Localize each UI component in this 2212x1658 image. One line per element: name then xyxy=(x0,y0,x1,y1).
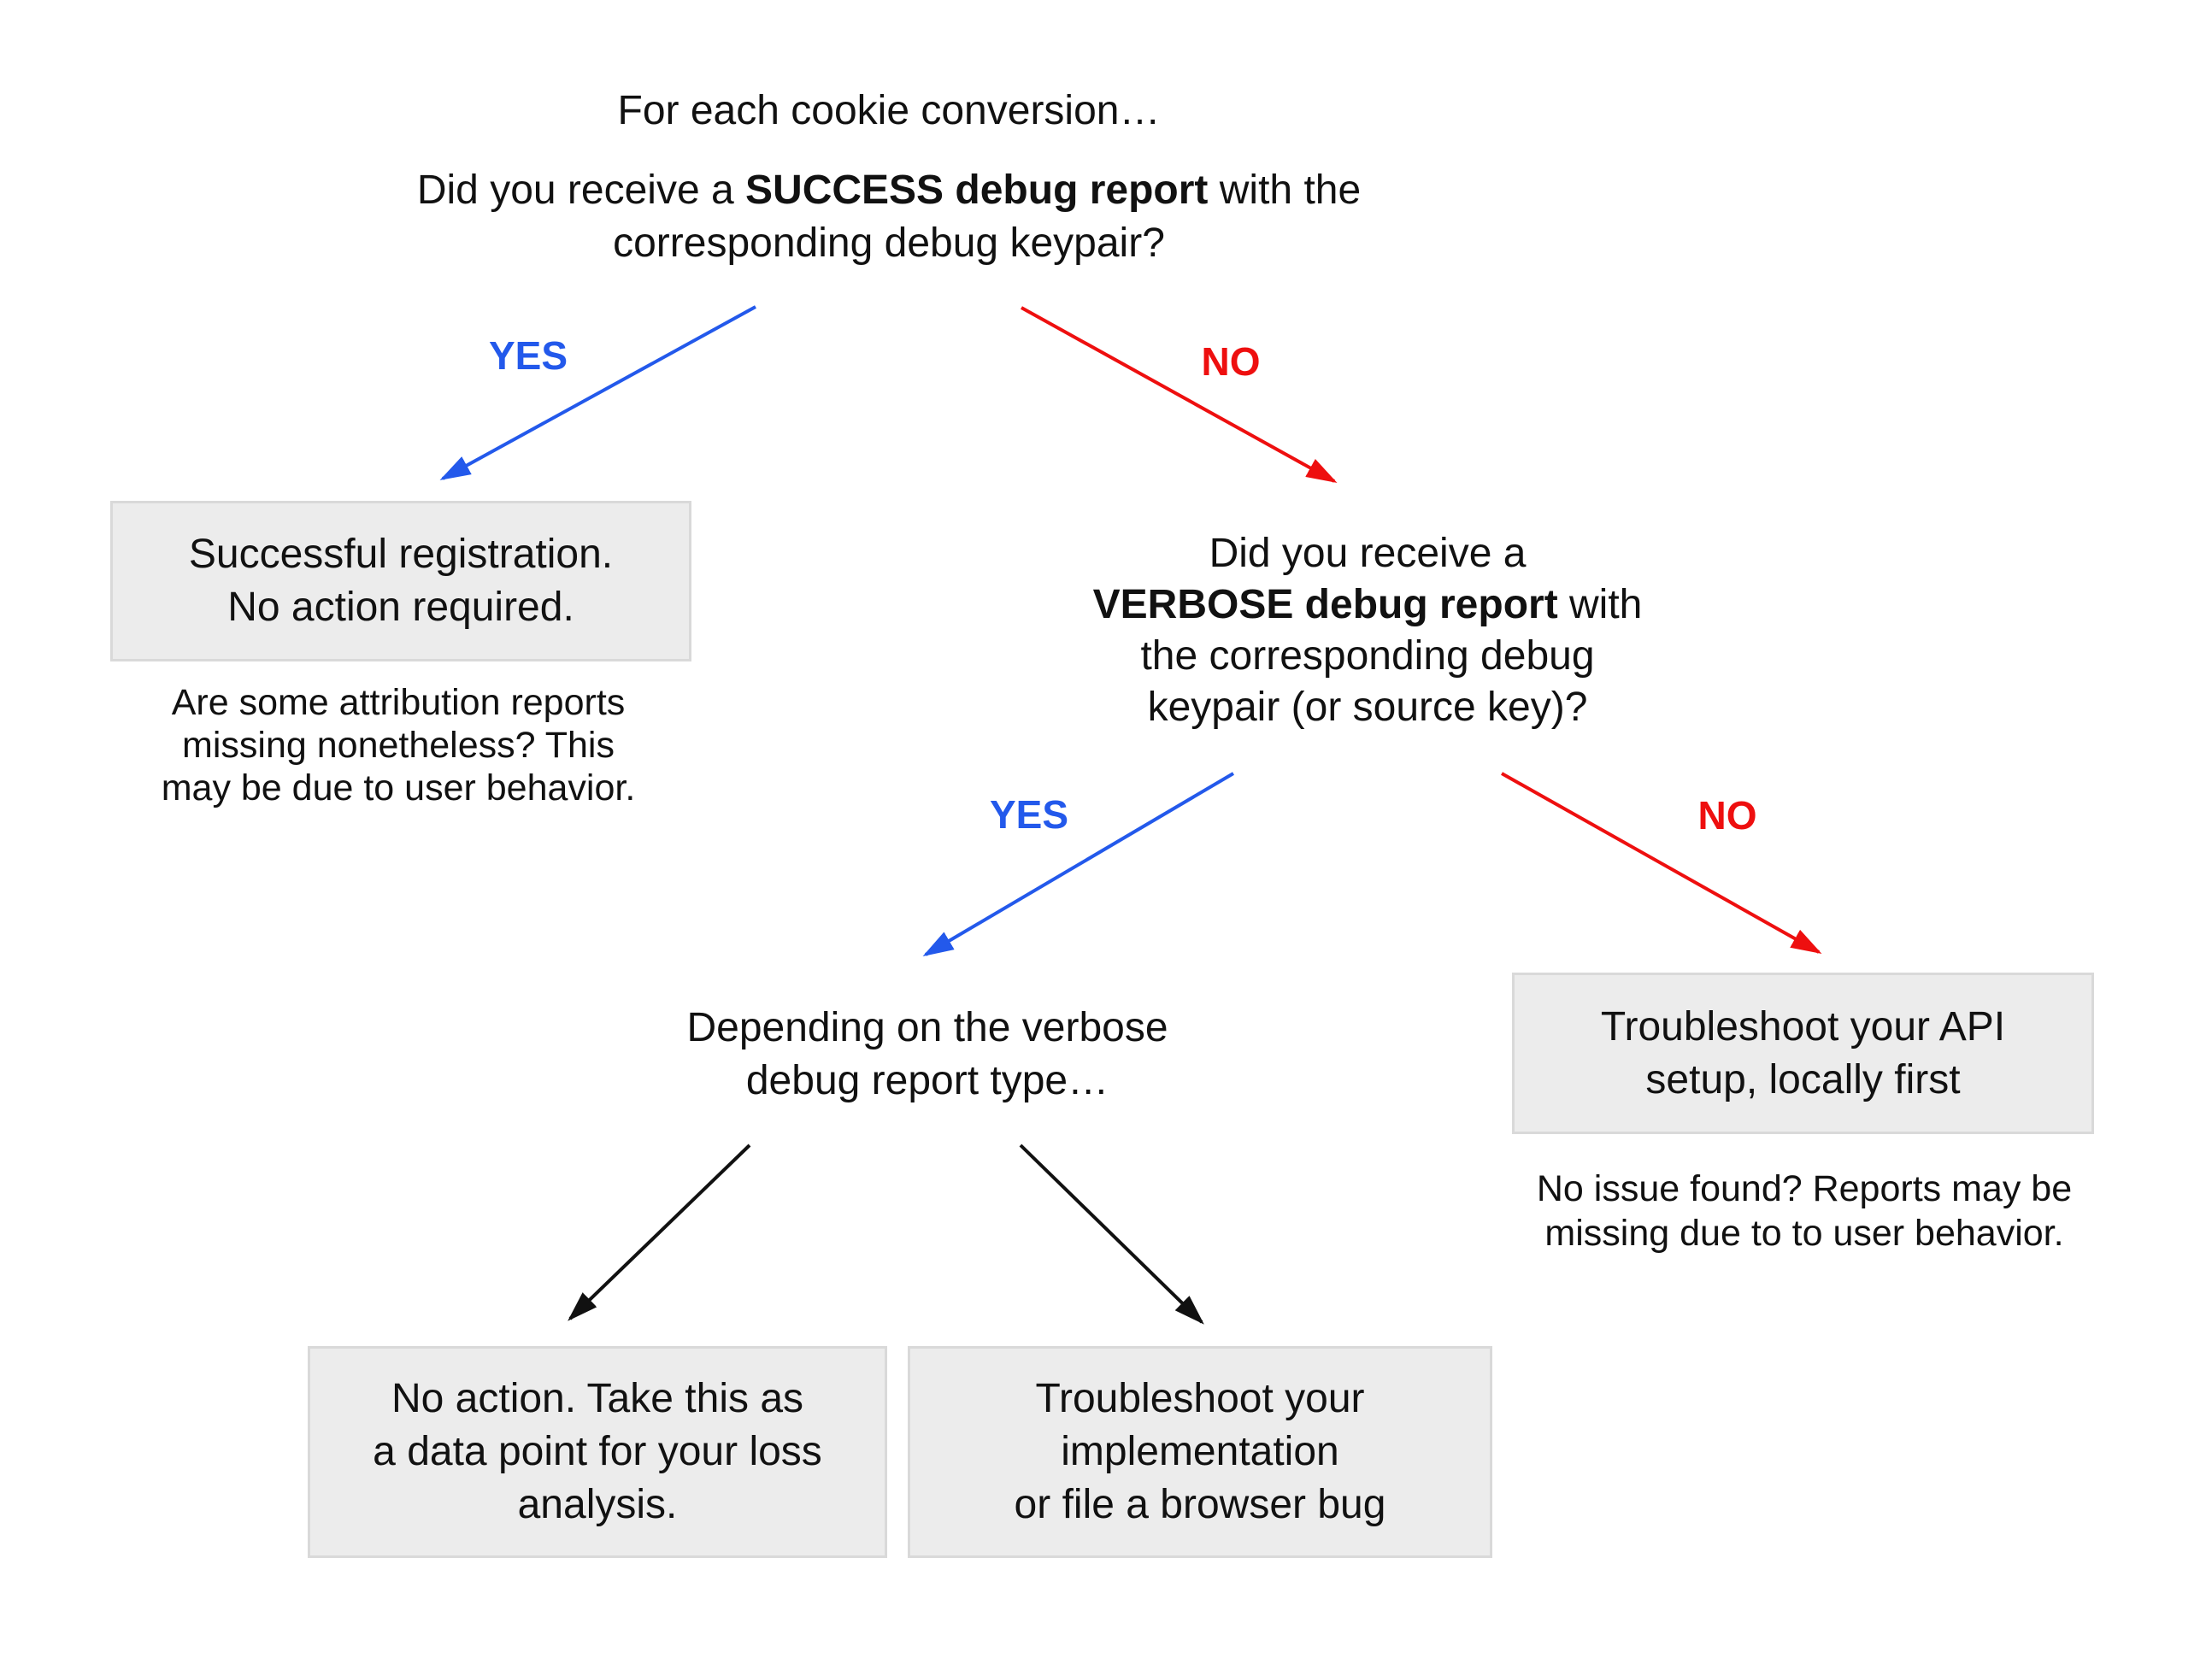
no-arrow-2 xyxy=(1501,772,1822,954)
note-attribution-line-1: Are some attribution reports xyxy=(171,682,626,723)
question-success-line-1-post: with the xyxy=(1208,168,1362,213)
note-no-issue: No issue found? Reports may be missing d… xyxy=(1537,1167,2072,1255)
diagram-title: For each cookie conversion… xyxy=(617,88,1161,133)
yes-arrow-1 xyxy=(439,305,756,480)
note-attribution-line-3: may be due to user behavior. xyxy=(161,767,636,808)
node-successful-registration-line-2: No action required. xyxy=(227,585,574,630)
yes-label-2: YES xyxy=(989,792,1069,837)
verbose-type-arrow-left xyxy=(568,1144,751,1321)
question-verbose-line-3: the corresponding debug xyxy=(1140,633,1595,679)
note-attribution-line-2: missing nonetheless? This xyxy=(182,725,615,766)
question-verbose-report: Did you receive a VERBOSE debug report w… xyxy=(1093,528,1643,733)
node-no-action-line-3: analysis. xyxy=(517,1482,678,1527)
node-troubleshoot-impl-line-1: Troubleshoot your xyxy=(1035,1376,1365,1421)
no-label-1: NO xyxy=(1201,339,1261,384)
node-depending-verbose-type: Depending on the verbose debug report ty… xyxy=(686,1002,1168,1108)
question-success-line-1: Did you receive a SUCCESS debug report w… xyxy=(417,164,1361,217)
depending-line-2: debug report type… xyxy=(745,1058,1109,1103)
node-no-action-line-2: a data point for your loss xyxy=(373,1429,822,1474)
no-label-2: NO xyxy=(1697,793,1757,838)
node-no-action-loss-analysis: No action. Take this as a data point for… xyxy=(308,1346,887,1558)
node-successful-registration-line-1: Successful registration. xyxy=(188,532,614,577)
yes-label-1: YES xyxy=(488,333,568,378)
node-troubleshoot-api-line-1: Troubleshoot your API xyxy=(1600,1003,2006,1049)
question-success-line-1-pre: Did you receive a xyxy=(416,168,746,213)
depending-line-1: Depending on the verbose xyxy=(686,1005,1168,1050)
question-verbose-line-4: keypair (or source key)? xyxy=(1147,685,1588,730)
node-troubleshoot-api-line-2: setup, locally first xyxy=(1645,1056,1961,1102)
node-troubleshoot-impl-line-3: or file a browser bug xyxy=(1014,1482,1386,1527)
node-no-action-line-1: No action. Take this as xyxy=(391,1376,804,1421)
node-troubleshoot-implementation: Troubleshoot your implementation or file… xyxy=(908,1346,1492,1558)
node-troubleshoot-api: Troubleshoot your API setup, locally fir… xyxy=(1512,973,2094,1134)
note-attribution-reports: Are some attribution reports missing non… xyxy=(162,681,636,809)
question-verbose-line-2-bold: VERBOSE debug report xyxy=(1092,582,1558,627)
question-success-report: Did you receive a SUCCESS debug report w… xyxy=(417,164,1361,270)
node-successful-registration: Successful registration. No action requi… xyxy=(110,501,691,661)
verbose-type-arrow-right xyxy=(1019,1144,1204,1325)
question-verbose-line-2-post: with xyxy=(1557,582,1643,627)
node-troubleshoot-impl-line-2: implementation xyxy=(1061,1429,1339,1474)
question-verbose-line-2: VERBOSE debug report with xyxy=(1093,579,1643,631)
note-no-issue-line-1: No issue found? Reports may be xyxy=(1536,1168,2073,1209)
question-success-line-1-bold: SUCCESS debug report xyxy=(745,168,1209,213)
note-no-issue-line-2: missing due to to user behavior. xyxy=(1544,1213,2064,1254)
question-success-line-2: corresponding debug keypair? xyxy=(613,220,1165,266)
no-arrow-1 xyxy=(1021,306,1338,483)
yes-arrow-2 xyxy=(922,772,1235,957)
question-verbose-line-1: Did you receive a xyxy=(1209,531,1527,576)
